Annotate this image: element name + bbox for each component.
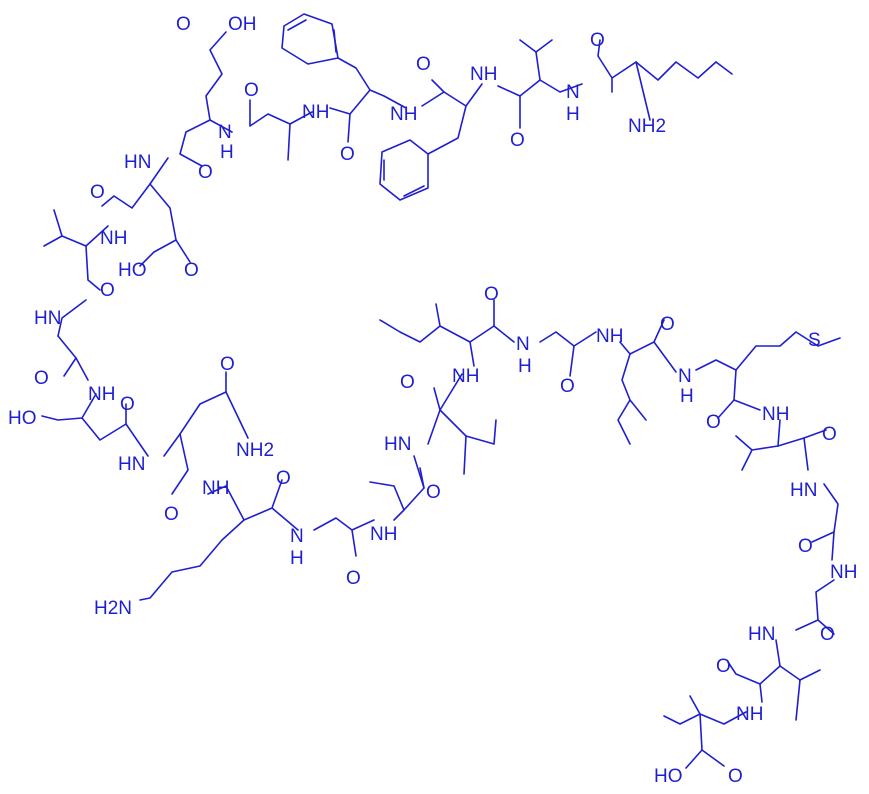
val3-amide-nh: NH (762, 404, 789, 425)
asn-amide-nh2: NH2 (236, 440, 274, 461)
val2-carbonyl-oxygen: O (100, 280, 115, 301)
c-terminal-hydroxyl: HO (654, 766, 683, 787)
val1-amide-nh: NH (470, 64, 497, 85)
asn-backbone-hn: HN (118, 454, 145, 475)
ile3-amide-nh: NH (736, 704, 763, 725)
phe2-carbonyl-oxygen: O (340, 144, 355, 165)
ala1-amide-h: H (220, 142, 234, 163)
leu1-amide-n: N (566, 82, 580, 103)
ile2-amide-nh: NH (452, 366, 479, 387)
asp-carbonyl-oxygen: O (90, 182, 105, 203)
phe1-amide-nh: NH (390, 104, 417, 125)
ala1-amide-n: N (218, 122, 232, 143)
gly5-amide-nh: NH (830, 562, 857, 583)
met-carbonyl-oxygen: O (706, 412, 721, 433)
val3-carbonyl-oxygen: O (822, 424, 837, 445)
ser-carbonyl-oxygen: O (120, 394, 135, 415)
gly2-amide-h: H (290, 548, 304, 569)
phe1-carbonyl-oxygen: O (416, 54, 431, 75)
met-sulfur: S (808, 330, 821, 351)
glu-hydroxyl: OH (228, 14, 257, 35)
atom-labels: O OH O N H NH2 NH O O NH NH O O N H HN O… (8, 14, 857, 787)
ile1-carbonyl-oxygen: O (400, 372, 415, 393)
ala2-carbonyl-oxygen: O (426, 482, 441, 503)
gly3-carbonyl-oxygen: O (560, 376, 575, 397)
glu-carbonyl-oxygen: O (176, 14, 191, 35)
glu-amide-hn: HN (124, 152, 151, 173)
gly3-amide-n: N (516, 334, 530, 355)
gly2-carbonyl-oxygen: O (346, 568, 361, 589)
gly3-amide-h: H (518, 356, 532, 377)
val4-amide-hn: HN (748, 624, 775, 645)
glu-backbone-oxygen: O (198, 162, 213, 183)
val4-carbonyl-oxygen: O (716, 656, 731, 677)
bond-network (41, 13, 841, 769)
ala2-amide-nh: NH (370, 524, 397, 545)
asn-side-oxygen: O (220, 354, 235, 375)
lys-side-amine: H2N (94, 598, 132, 619)
gly2-amide-n: N (290, 526, 304, 547)
gly5-carbonyl-oxygen: O (820, 624, 835, 645)
lys-amide-nh: NH (202, 478, 229, 499)
ser-amide-nh: NH (88, 384, 115, 405)
met-amide-h: H (680, 386, 694, 407)
leu2-amide-nh: NH (596, 326, 623, 347)
gly4-carbonyl-oxygen: O (798, 536, 813, 557)
lys-carbonyl-oxygen: O (276, 468, 291, 489)
val1-carbonyl-oxygen: O (510, 130, 525, 151)
ser-hydroxyl: HO (8, 408, 37, 429)
ala1-carbonyl-oxygen: O (244, 80, 259, 101)
ile1-amide-hn: HN (384, 434, 411, 455)
phe2-amide-nh: NH (302, 102, 329, 123)
leu2-carbonyl-oxygen: O (660, 314, 675, 335)
gly1-amide-hn: HN (34, 308, 61, 329)
leu1-amide-h: H (566, 104, 580, 125)
asp-side-oxygen: O (184, 260, 199, 281)
c-terminal-oxygen: O (728, 766, 743, 787)
asp-hydroxyl: HO (118, 260, 147, 281)
asn-carbonyl-oxygen: O (164, 504, 179, 525)
leu1-carbonyl-oxygen: O (590, 30, 605, 51)
gly4-amide-hn: HN (790, 480, 817, 501)
n-terminal-amine: NH2 (628, 116, 666, 137)
val2-amide-nh: NH (100, 228, 127, 249)
ile2-carbonyl-oxygen: O (484, 284, 499, 305)
gly1-carbonyl-oxygen: O (34, 368, 49, 389)
met-amide-n: N (678, 366, 692, 387)
